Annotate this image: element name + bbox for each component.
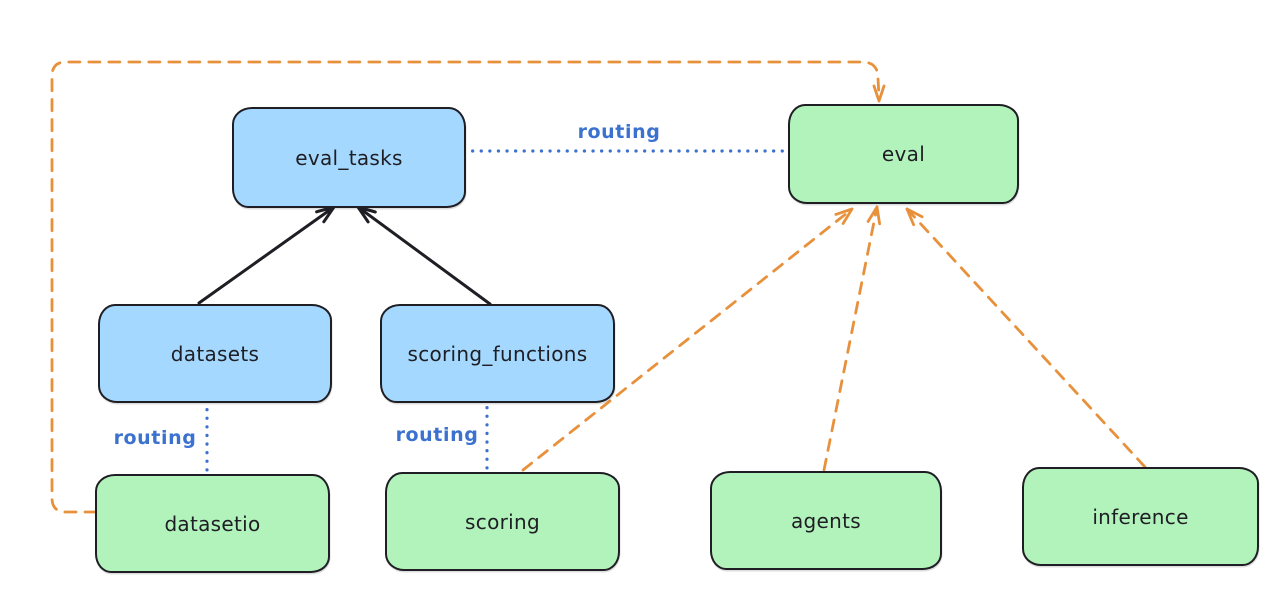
node-datasetio: datasetio: [95, 474, 330, 573]
node-scoring_functions: scoring_functions: [380, 304, 615, 403]
edge-scoring-to-eval: [521, 207, 854, 472]
node-datasets-label: datasets: [170, 341, 260, 366]
arrowhead-scoring-to-eval: [834, 207, 854, 225]
node-inference-label: inference: [1092, 504, 1189, 529]
arrowhead-datasetio-to-eval: [872, 84, 886, 103]
edge-datasets-to-eval_tasks: [197, 205, 336, 305]
node-agents-label: agents: [791, 508, 861, 533]
edge-label-routing-datasets-datasetio: routing: [113, 427, 197, 449]
node-inference: inference: [1022, 467, 1259, 566]
edge-label-routing-eval_tasks-eval: routing: [577, 121, 661, 143]
arrowhead-agents-to-eval: [866, 205, 881, 226]
node-scoring-label: scoring: [465, 509, 540, 534]
node-eval_tasks-label: eval_tasks: [295, 145, 403, 170]
node-eval-label: eval: [881, 142, 926, 166]
edge-inference-to-eval: [905, 207, 1147, 469]
node-eval: eval: [788, 104, 1019, 204]
edge-scoring_functions-to-eval_tasks: [356, 205, 492, 306]
node-scoring: scoring: [385, 472, 620, 571]
edge-agents-to-eval: [822, 205, 879, 472]
node-datasetio-label: datasetio: [164, 511, 261, 536]
edge-label-routing-scoring_functions-scoring: routing: [395, 424, 479, 446]
node-agents: agents: [710, 471, 942, 570]
node-scoring_functions-label: scoring_functions: [407, 341, 588, 366]
node-datasets: datasets: [98, 304, 332, 403]
arrowhead-inference-to-eval: [905, 207, 924, 227]
node-eval_tasks: eval_tasks: [232, 107, 466, 208]
edge-datasetio-to-eval: [50, 60, 881, 514]
